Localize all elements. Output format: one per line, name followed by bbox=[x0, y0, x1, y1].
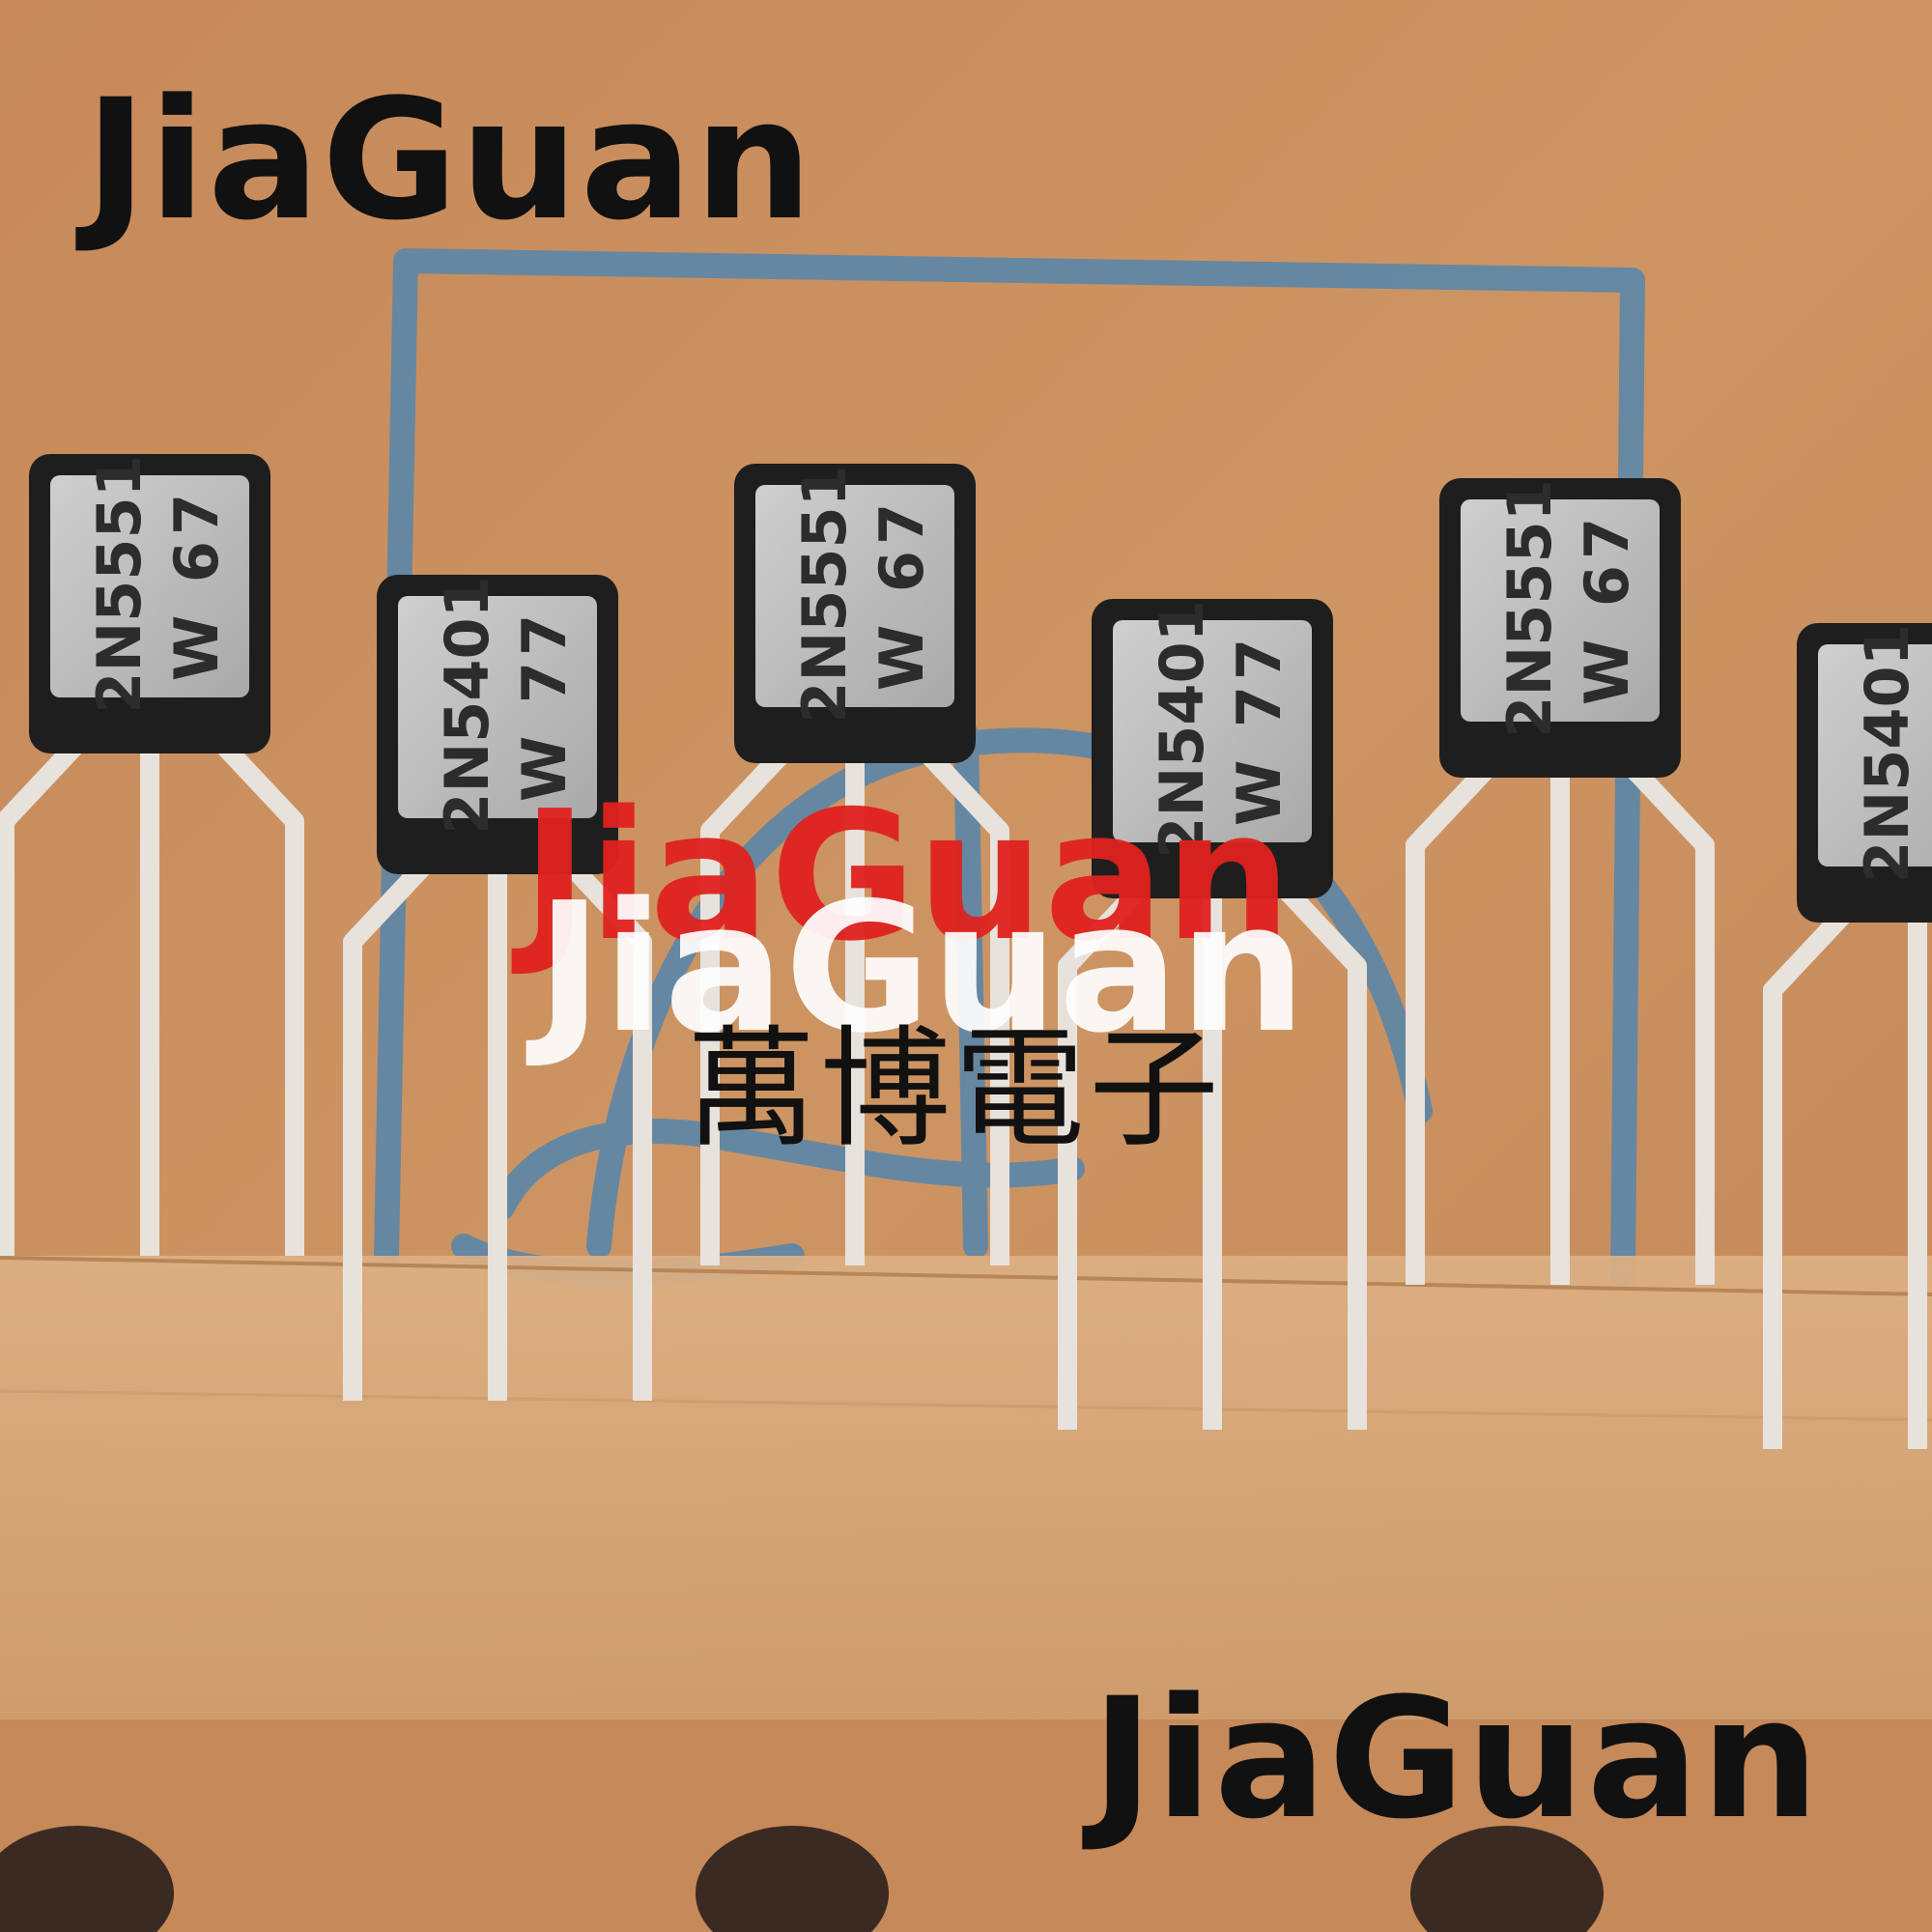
transistor: 2N5401 bbox=[1763, 623, 1932, 1449]
part-number: 2N5551 bbox=[1494, 479, 1565, 738]
paper-tape bbox=[0, 1256, 1932, 1932]
part-number: 2N5401 bbox=[1852, 624, 1922, 883]
transistor-label-area bbox=[755, 485, 954, 707]
transistor-label-area bbox=[1461, 499, 1660, 722]
date-code: W 77 bbox=[1224, 633, 1294, 826]
transistor-marking: 2N5401 bbox=[1852, 624, 1922, 883]
watermark-top: JiaGuan bbox=[85, 63, 815, 257]
transistor-label-area bbox=[1818, 644, 1932, 867]
transistor-leads bbox=[1406, 761, 1715, 1285]
date-code: W 67 bbox=[161, 488, 232, 681]
date-code: W 67 bbox=[1572, 512, 1642, 705]
watermark-bottom: JiaGuan bbox=[1092, 1662, 1822, 1856]
part-number: 2N5551 bbox=[84, 455, 155, 714]
part-number: 2N5551 bbox=[789, 465, 860, 724]
sprocket-holes bbox=[0, 1826, 1604, 1932]
transistor-leads bbox=[0, 737, 304, 1256]
watermark-center-red: JiaGuan bbox=[522, 772, 1293, 980]
watermark-center-cjk: 萬博電子 bbox=[686, 1013, 1223, 1165]
part-number: 2N5401 bbox=[1147, 600, 1217, 859]
transistor-leads bbox=[1058, 882, 1367, 1430]
transistor-label-area bbox=[398, 596, 597, 818]
transistor-label-area bbox=[1113, 620, 1312, 842]
transistor-leads bbox=[1763, 906, 1927, 1449]
date-code: W 77 bbox=[509, 609, 580, 802]
part-number: 2N5401 bbox=[432, 576, 502, 835]
transistor-leads bbox=[343, 858, 652, 1401]
transistor-label-area bbox=[50, 475, 249, 697]
transistor-leads bbox=[700, 747, 1009, 1265]
watermark-center-white: JiaGuan bbox=[536, 864, 1307, 1072]
date-code: W 67 bbox=[867, 497, 937, 691]
